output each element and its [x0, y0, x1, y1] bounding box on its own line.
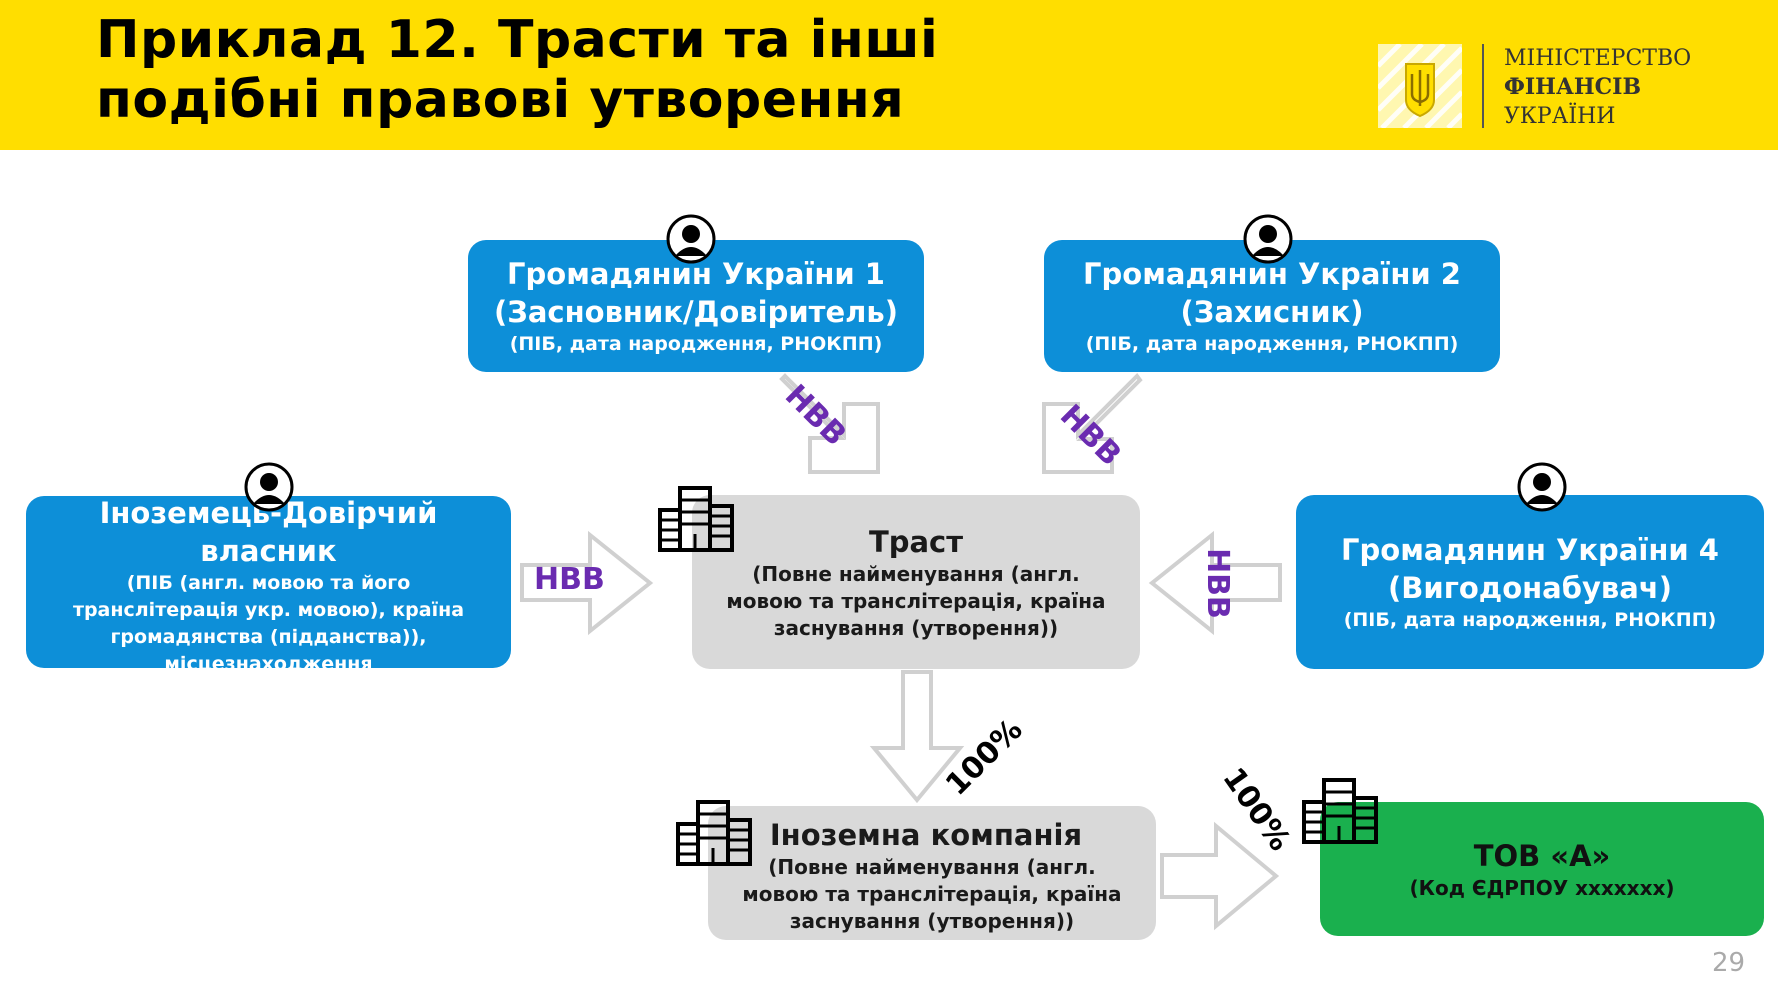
- company-details-line-3: заснування (утворення)): [789, 908, 1075, 933]
- citizen-4-role: (Вигодонабувач): [1388, 570, 1672, 605]
- ministry-line-1: МІНІСТЕРСТВО: [1504, 46, 1692, 71]
- node-foreign-company: Іноземна компанія (Повне найменування (а…: [708, 806, 1156, 940]
- citizen-4-name: Громадянин України 4: [1341, 532, 1719, 567]
- foreigner-details-line-4: місцезнаходження: [164, 653, 373, 675]
- company-name: Іноземна компанія: [769, 817, 1083, 852]
- arrow-citizen4-to-trust: [1148, 530, 1282, 636]
- foreigner-details-line-3: громадянства (підданства)),: [110, 626, 427, 648]
- title-line-1: Приклад 12. Трасти та інші: [96, 10, 939, 70]
- ministry-logo-text: МІНІСТЕРСТВО ФІНАНСІВ УКРАЇНИ: [1504, 44, 1764, 131]
- edge-label-nvv-citizen4: НВВ: [1199, 548, 1235, 619]
- ministry-line-2: ФІНАНСІВ: [1504, 74, 1642, 100]
- node-citizen-4: Громадянин України 4 (Вигодонабувач) (ПІ…: [1296, 495, 1764, 669]
- citizen-2-role: (Захисник): [1180, 294, 1364, 329]
- trident-emblem: [1376, 42, 1464, 130]
- edge-label-nvv-foreigner: НВВ: [534, 562, 605, 597]
- header-bar: Приклад 12. Трасти та інші подібні право…: [0, 0, 1778, 150]
- node-tov-a: ТОВ «А» (Код ЄДРПОУ ххххххх): [1320, 802, 1764, 936]
- citizen-2-details: (ПІБ, дата народження, РНОКПП): [1085, 332, 1459, 355]
- building-icon: [658, 484, 736, 556]
- arrow-citizen1-to-trust: [779, 373, 880, 474]
- title-line-2: подібні правові утворення: [96, 70, 905, 130]
- person-icon: [244, 462, 294, 516]
- logo-divider: [1482, 44, 1484, 128]
- citizen-4-details: (ПІБ, дата народження, РНОКПП): [1343, 608, 1717, 631]
- page-title: Приклад 12. Трасти та інші подібні право…: [96, 10, 1196, 130]
- arrow-trust-to-company: [869, 670, 965, 804]
- foreigner-name-line-2: власник: [200, 534, 337, 568]
- tov-details: (Код ЄДРПОУ ххххххх): [1409, 875, 1675, 900]
- person-icon: [666, 214, 716, 268]
- foreigner-details-line-1: (ПІБ (англ. мовою та його: [126, 572, 411, 594]
- citizen-1-details: (ПІБ, дата народження, РНОКПП): [509, 332, 883, 355]
- citizen-1-role: (Засновник/Довіритель): [494, 294, 898, 329]
- company-details-line-1: (Повне найменування (англ.: [768, 854, 1096, 879]
- trust-details-line-3: заснування (утворення)): [773, 615, 1059, 640]
- trust-name: Траст: [868, 524, 964, 559]
- foreigner-details-line-2: транслітерація укр. мовою), країна: [72, 599, 465, 621]
- arrow-company-to-tov: [1160, 821, 1280, 931]
- building-icon: [676, 798, 754, 870]
- company-details-line-2: мовою та транслітерація, країна: [742, 881, 1122, 906]
- page-number: 29: [1712, 948, 1746, 978]
- tov-name: ТОВ «А»: [1473, 838, 1611, 873]
- trust-details-line-2: мовою та транслітерація, країна: [726, 588, 1106, 613]
- arrow-foreigner-to-trust: [520, 530, 654, 636]
- node-foreigner-trustee: Іноземець-Довірчий власник (ПІБ (англ. м…: [26, 496, 511, 675]
- node-trust: Траст (Повне найменування (англ. мовою т…: [692, 495, 1140, 669]
- ministry-line-3: УКРАЇНИ: [1504, 104, 1616, 129]
- trust-details-line-1: (Повне найменування (англ.: [752, 561, 1080, 586]
- building-icon: [1302, 776, 1380, 848]
- person-icon: [1243, 214, 1293, 268]
- arrow-citizen2-to-trust: [1042, 372, 1143, 474]
- person-icon: [1517, 462, 1567, 516]
